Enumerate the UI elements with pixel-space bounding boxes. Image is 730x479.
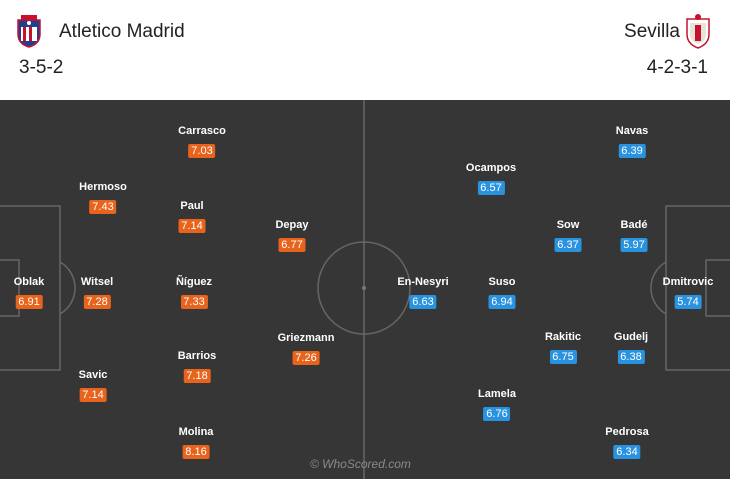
player-rating: 7.14 [178, 219, 206, 233]
player-name: Navas [615, 125, 649, 137]
player-rating: 6.37 [554, 238, 582, 252]
player-name: Gudelj [613, 331, 649, 343]
home-formation: 3-5-2 [19, 57, 64, 78]
atletico-crest-icon [17, 15, 41, 48]
player-rating: 6.57 [477, 181, 505, 195]
player-suso[interactable]: Suso 6.94 [488, 276, 516, 310]
player-rating: 6.38 [617, 350, 645, 364]
player-carrasco[interactable]: Carrasco 7.03 [178, 125, 226, 159]
match-header: Atletico Madrid 3-5-2 Sevilla 4-2-3-1 [0, 0, 730, 100]
player-hermoso[interactable]: Hermoso 7.43 [79, 181, 127, 215]
player-witsel[interactable]: Witsel 7.28 [81, 276, 113, 310]
player-rating: 7.43 [89, 200, 117, 214]
player-rating: 6.91 [15, 295, 43, 309]
player-depay[interactable]: Depay 6.77 [275, 219, 309, 253]
player-pedrosa[interactable]: Pedrosa 6.34 [605, 426, 649, 460]
player-oblak[interactable]: Oblak 6.91 [13, 276, 45, 310]
player-griezmann[interactable]: Griezmann 7.26 [277, 332, 335, 366]
player-name: Depay [275, 219, 309, 231]
player-name: En-Nesyri [397, 276, 449, 288]
player-name: Molina [178, 426, 214, 438]
player-rating: 5.74 [674, 295, 702, 309]
player-rating: 5.97 [620, 238, 648, 252]
away-formation: 4-2-3-1 [646, 57, 708, 78]
player-name: Oblak [13, 276, 45, 288]
player-rating: 7.14 [79, 388, 107, 402]
player-gudelj[interactable]: Gudelj 6.38 [614, 331, 648, 365]
player-rating: 6.77 [278, 238, 306, 252]
player-niguez[interactable]: Ñíguez 7.33 [176, 276, 212, 310]
player-lamela[interactable]: Lamela 6.76 [478, 388, 516, 422]
player-rating: 6.94 [488, 295, 516, 309]
player-bade[interactable]: Badé 5.97 [620, 219, 648, 253]
player-rating: 6.75 [549, 350, 577, 364]
player-rating: 7.28 [83, 295, 111, 309]
player-rating: 7.03 [188, 144, 216, 158]
player-rating: 6.39 [618, 144, 646, 158]
player-name: Carrasco [178, 125, 226, 137]
player-name: Hermoso [79, 181, 127, 193]
player-name: Savic [78, 369, 108, 381]
pitch: Oblak 6.91 Hermoso 7.43 Witsel 7.28 Savi… [0, 100, 730, 479]
player-sow[interactable]: Sow 6.37 [554, 219, 582, 253]
player-name: Barrios [177, 350, 217, 362]
player-name: Badé [620, 219, 648, 231]
player-rating: 7.33 [180, 295, 208, 309]
player-name: Rakitic [544, 331, 582, 343]
player-name: Lamela [478, 388, 516, 400]
player-name: Griezmann [277, 332, 335, 344]
player-rating: 6.63 [409, 295, 437, 309]
player-name: Ñíguez [175, 276, 213, 288]
watermark: © WhoScored.com [310, 457, 411, 471]
player-rating: 8.16 [182, 445, 210, 459]
player-name: Dmitrovic [662, 276, 714, 288]
player-name: Pedrosa [605, 426, 649, 438]
player-dmitrovic[interactable]: Dmitrovic 5.74 [662, 276, 714, 310]
sevilla-crest-icon [686, 14, 710, 49]
pitch-lines [0, 100, 730, 479]
player-navas[interactable]: Navas 6.39 [616, 125, 648, 159]
player-paul[interactable]: Paul 7.14 [178, 200, 206, 234]
away-team-name[interactable]: Sevilla [624, 21, 680, 42]
player-name: Witsel [80, 276, 114, 288]
player-rating: 7.26 [292, 351, 320, 365]
player-rating: 7.18 [183, 369, 211, 383]
player-name: Sow [556, 219, 580, 231]
player-ocampos[interactable]: Ocampos 6.57 [466, 162, 516, 196]
player-rating: 6.34 [613, 445, 641, 459]
player-molina[interactable]: Molina 8.16 [178, 426, 214, 460]
player-barrios[interactable]: Barrios 7.18 [177, 350, 217, 384]
player-rakitic[interactable]: Rakitic 6.75 [545, 331, 581, 365]
player-name: Suso [488, 276, 516, 288]
player-rating: 6.76 [483, 407, 511, 421]
home-team-name[interactable]: Atletico Madrid [59, 21, 185, 42]
player-name: Paul [180, 200, 204, 212]
player-name: Ocampos [465, 162, 517, 174]
player-savic[interactable]: Savic 7.14 [78, 369, 108, 403]
player-en-nesyri[interactable]: En-Nesyri 6.63 [397, 276, 449, 310]
